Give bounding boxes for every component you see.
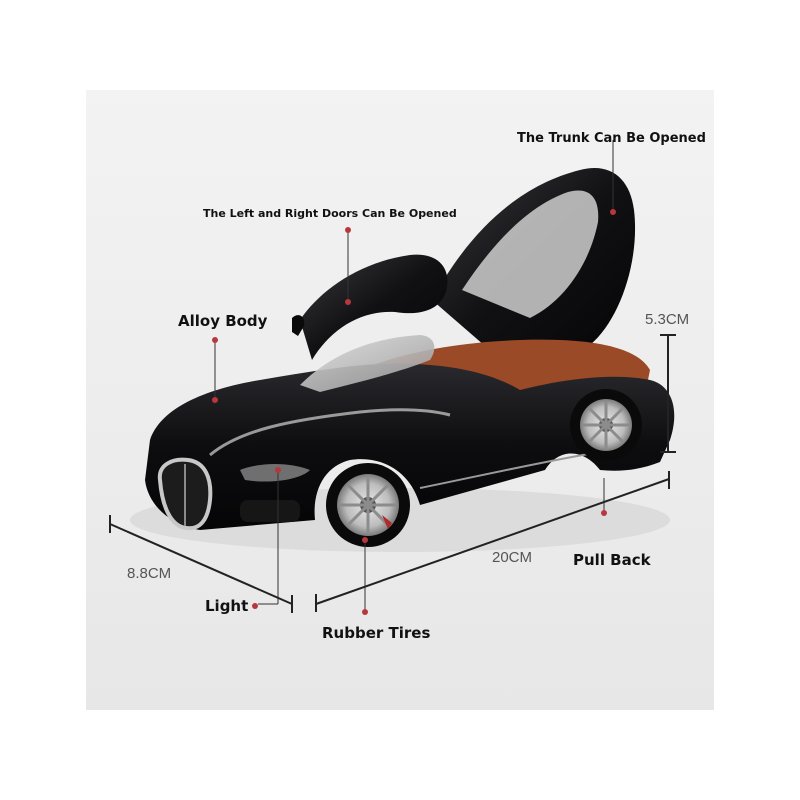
right-door-window (462, 190, 599, 318)
left-door (300, 254, 448, 360)
side-mirror (292, 315, 305, 336)
hood-line (209, 408, 451, 457)
dimension-lines (109, 334, 676, 613)
height-dimension: 5.3CM (645, 311, 690, 328)
alloy-body-label: Alloy Body (178, 312, 268, 330)
doors-callout-dot (345, 299, 351, 305)
light-label-dot (252, 603, 258, 609)
windshield (300, 335, 435, 392)
width-dimension: 8.8CM (127, 565, 172, 582)
rear-wheel (570, 389, 642, 461)
rubber-tires-label: Rubber Tires (322, 624, 431, 642)
front-wheel (326, 463, 410, 547)
light-callout-dot (275, 467, 281, 473)
light-label: Light (205, 597, 249, 615)
alloy-body-callout-dot-end (212, 397, 218, 403)
tires-label-dot (362, 609, 368, 615)
headlight (240, 464, 310, 482)
pull-back-label: Pull Back (573, 551, 651, 569)
pull-back-callout-dot (601, 510, 607, 516)
callout-lines (214, 140, 614, 612)
tires-callout-dot (362, 537, 368, 543)
alloy-body-callout-dot (212, 337, 218, 343)
lower-intake (240, 500, 300, 522)
trunk-callout-label: The Trunk Can Be Opened (517, 131, 706, 146)
length-dimension: 20CM (492, 549, 533, 566)
doors-callout-label: The Left and Right Doors Can Be Opened (203, 207, 457, 220)
side-chrome-line (419, 451, 601, 489)
trunk-callout-dot (610, 209, 616, 215)
car-body (145, 363, 675, 530)
doors-callout-dot-top (345, 227, 351, 233)
